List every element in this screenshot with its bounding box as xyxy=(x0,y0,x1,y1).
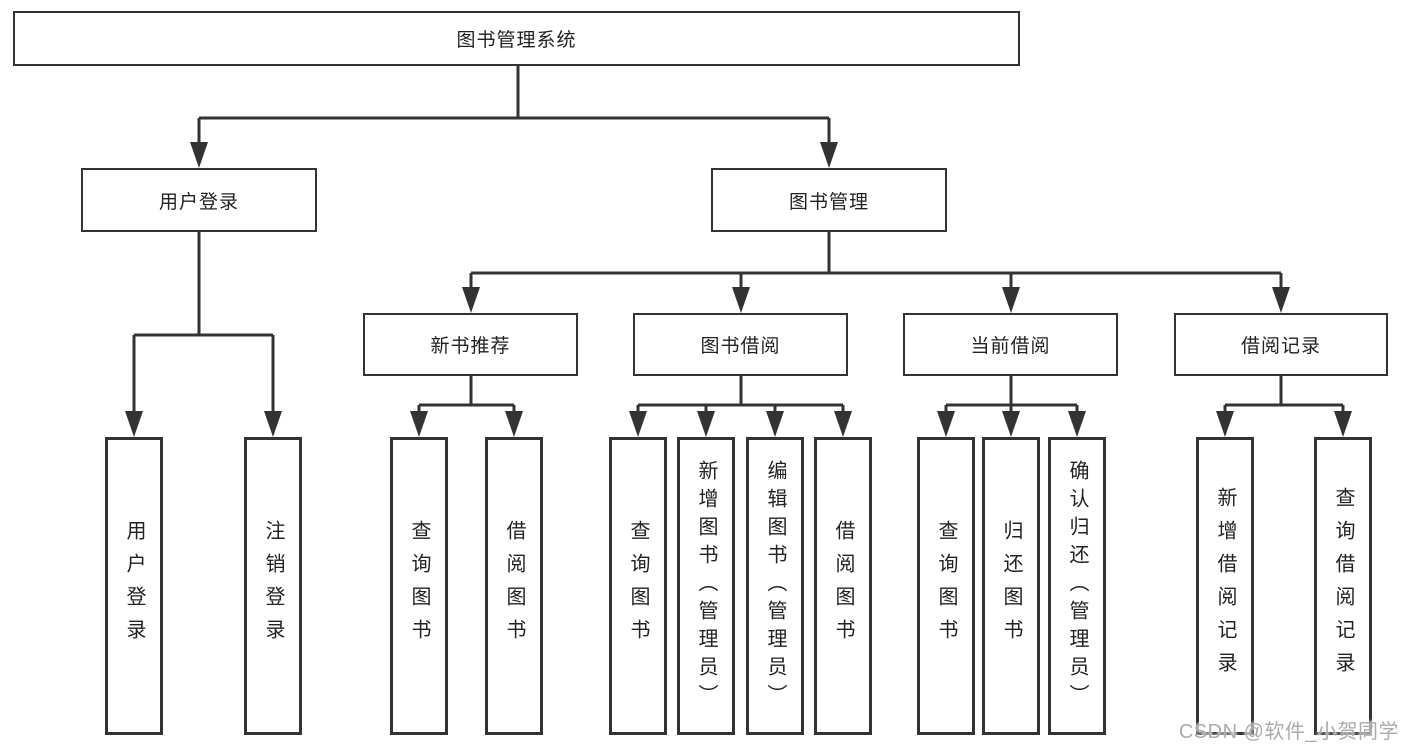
node-user-login: 用户登录 xyxy=(81,168,317,232)
leaf-add-books-admin: 新增图书（管理员） xyxy=(677,437,735,735)
leaf-borrow-query-books: 查询图书 xyxy=(609,437,667,735)
leaf-recommend-query-books: 查询图书 xyxy=(390,437,448,735)
leaf-edit-books-admin: 编辑图书（管理员） xyxy=(746,437,804,735)
leaf-query-borrow-record: 查询借阅记录 xyxy=(1314,437,1372,735)
leaf-logout: 注销登录 xyxy=(244,437,302,735)
node-current-borrow: 当前借阅 xyxy=(903,313,1118,376)
node-book-borrow: 图书借阅 xyxy=(633,313,848,376)
leaf-recommend-borrow-books: 借阅图书 xyxy=(485,437,543,735)
leaf-return-books: 归还图书 xyxy=(982,437,1040,735)
node-root-label: 图书管理系统 xyxy=(456,30,577,51)
node-new-book-recommend: 新书推荐 xyxy=(363,313,578,376)
leaf-user-login: 用户登录 xyxy=(105,437,163,735)
node-borrow-records-label: 借阅记录 xyxy=(1240,336,1321,357)
leaf-add-borrow-record: 新增借阅记录 xyxy=(1196,437,1254,735)
leaf-borrow-books: 借阅图书 xyxy=(814,437,872,735)
arrowheads xyxy=(125,142,1352,437)
node-user-login-label: 用户登录 xyxy=(158,191,239,213)
csdn-watermark: CSDN @软件_小贺同学 xyxy=(1178,721,1399,743)
node-book-borrow-label: 图书借阅 xyxy=(700,336,781,357)
node-current-borrow-label: 当前借阅 xyxy=(970,336,1051,357)
leaf-current-query-books: 查询图书 xyxy=(917,437,975,735)
node-book-management-label: 图书管理 xyxy=(788,191,869,213)
leaf-confirm-return-admin: 确认归还（管理员） xyxy=(1048,437,1106,735)
node-root: 图书管理系统 xyxy=(13,11,1020,66)
node-book-management: 图书管理 xyxy=(711,168,947,232)
node-new-book-recommend-label: 新书推荐 xyxy=(430,336,511,357)
node-borrow-records: 借阅记录 xyxy=(1174,313,1388,376)
